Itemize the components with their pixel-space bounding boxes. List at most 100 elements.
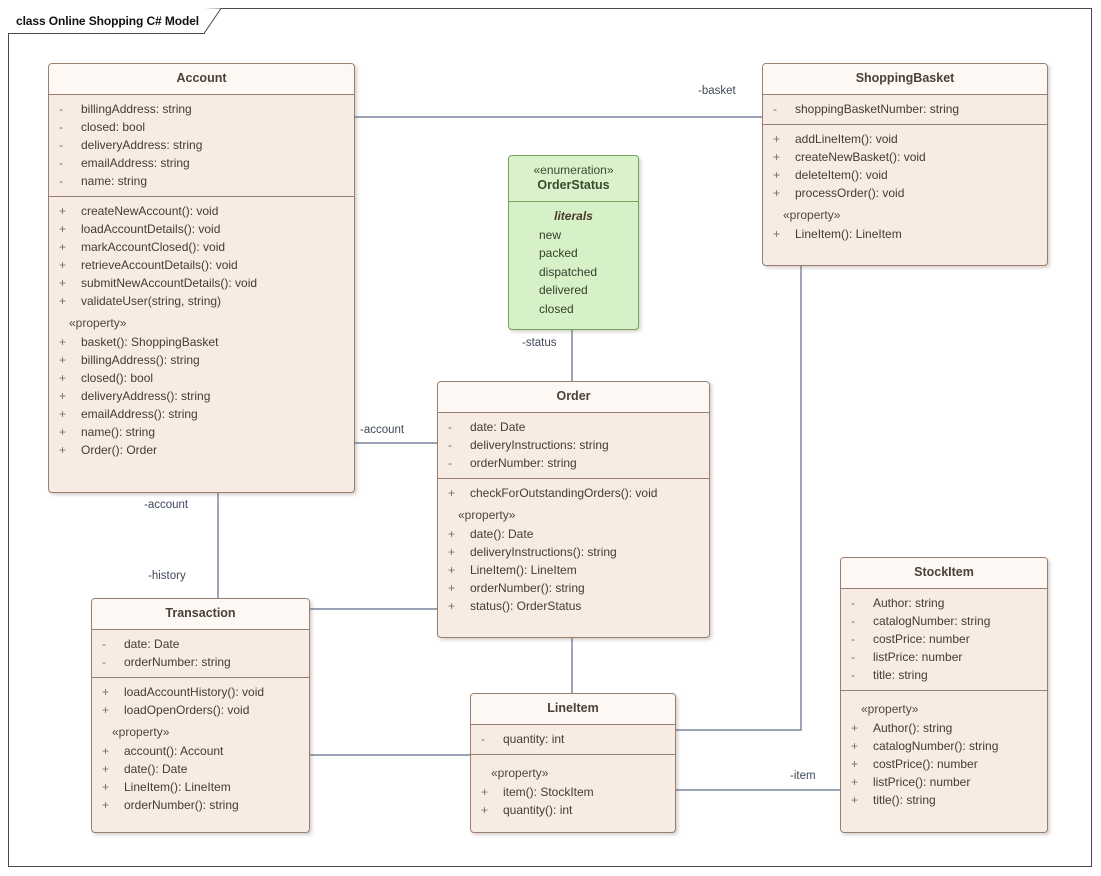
attribute-signature: billingAddress: string	[81, 101, 192, 116]
visibility-marker: +	[773, 167, 781, 182]
visibility-marker: +	[59, 221, 67, 236]
visibility-marker: +	[773, 226, 781, 241]
diagram-title-tab: class Online Shopping C# Model	[8, 8, 222, 34]
visibility-marker: +	[59, 388, 67, 403]
visibility-marker: +	[851, 720, 859, 735]
property-row: +deliveryInstructions(): string	[438, 543, 709, 561]
class-stockitem-operations: «property» +Author(): string +catalogNum…	[841, 690, 1047, 815]
operation-signature: addLineItem(): void	[795, 131, 898, 146]
connector-label-history: -history	[148, 570, 186, 582]
property-row: +item(): StockItem	[471, 783, 675, 801]
visibility-marker: +	[773, 149, 781, 164]
property-signature: Author(): string	[873, 720, 953, 735]
property-row: +basket(): ShoppingBasket	[49, 333, 354, 351]
property-row: +listPrice(): number	[841, 773, 1047, 791]
visibility-marker: +	[59, 370, 67, 385]
attribute-signature: listPrice: number	[873, 649, 963, 664]
literal-item: packed	[539, 246, 578, 261]
property-signature: LineItem(): LineItem	[795, 226, 902, 241]
class-account-title: Account	[49, 64, 354, 95]
enumeration-name: OrderStatus	[537, 178, 610, 192]
visibility-marker: -	[773, 101, 777, 116]
property-row: +name(): string	[49, 423, 354, 441]
property-row: + LineItem(): LineItem	[763, 225, 1047, 243]
title-tab-slant-icon	[204, 8, 222, 34]
property-signature: Order(): Order	[81, 442, 158, 457]
property-stereotype-label: «property»	[458, 507, 516, 522]
class-account-operations: + createNewAccount(): void + loadAccountDe…	[49, 196, 354, 465]
class-stockitem-attributes: -Author: string -catalogNumber: string -…	[841, 588, 1047, 691]
class-stockitem-title: StockItem	[841, 558, 1047, 589]
operation-row: +markAccountClosed(): void	[49, 238, 354, 256]
property-stereotype-label: «property»	[112, 724, 170, 739]
visibility-marker: +	[448, 526, 456, 541]
visibility-marker: +	[59, 203, 67, 218]
operation-signature: loadAccountHistory(): void	[124, 684, 265, 699]
visibility-marker: +	[773, 131, 781, 146]
operation-signature: loadAccountDetails(): void	[81, 221, 221, 236]
operation-row: +submitNewAccountDetails(): void	[49, 274, 354, 292]
visibility-marker: +	[102, 684, 110, 699]
attribute-row: -date: Date	[92, 635, 309, 653]
property-signature: status(): OrderStatus	[470, 598, 582, 613]
class-order-title: Order	[438, 382, 709, 413]
class-transaction[interactable]: Transaction -date: Date -orderNumber: st…	[91, 598, 310, 833]
literal-item: delivered	[539, 283, 588, 298]
visibility-marker: +	[59, 424, 67, 439]
attribute-row: -billingAddress: string	[49, 100, 354, 118]
class-lineitem[interactable]: LineItem -quantity: int «property» +item…	[470, 693, 676, 833]
attribute-row: -catalogNumber: string	[841, 612, 1047, 630]
class-shoppingbasket-operations: +addLineItem(): void +createNewBasket():…	[763, 124, 1047, 249]
property-row: +date(): Date	[92, 760, 309, 778]
property-signature: title(): string	[873, 792, 936, 807]
property-row: +orderNumber(): string	[92, 796, 309, 814]
property-row: +orderNumber(): string	[438, 579, 709, 597]
attribute-signature: date: Date	[470, 419, 526, 434]
attribute-row: -deliveryInstructions: string	[438, 436, 709, 454]
visibility-marker: -	[851, 595, 855, 610]
property-signature: LineItem(): LineItem	[124, 779, 231, 794]
operation-row: + loadAccountHistory(): void	[92, 683, 309, 701]
literal-item: new	[539, 227, 562, 242]
visibility-marker: +	[102, 797, 110, 812]
operation-row: + loadAccountDetails(): void	[49, 220, 354, 238]
property-signature: quantity(): int	[503, 802, 573, 817]
class-order[interactable]: Order -date: Date -deliveryInstructions:…	[437, 381, 710, 638]
property-row: + Author(): string	[841, 719, 1047, 737]
operation-signature: checkForOutstandingOrders(): void	[470, 485, 658, 500]
attribute-signature: deliveryInstructions: string	[470, 437, 609, 452]
attribute-row: -costPrice: number	[841, 630, 1047, 648]
literal-item: dispatched	[539, 264, 598, 279]
visibility-marker: -	[851, 667, 855, 682]
operation-signature: retrieveAccountDetails(): void	[81, 257, 238, 272]
visibility-marker: -	[102, 654, 106, 669]
visibility-marker: -	[59, 155, 63, 170]
operation-row: +checkForOutstandingOrders(): void	[438, 484, 709, 502]
property-stereotype-label: «property»	[491, 765, 549, 780]
class-lineitem-attributes: -quantity: int	[471, 724, 675, 755]
operation-row: +deleteItem(): void	[763, 166, 1047, 184]
property-row: + deliveryAddress(): string	[49, 387, 354, 405]
visibility-marker: +	[59, 257, 67, 272]
attribute-row: -listPrice: number	[841, 648, 1047, 666]
visibility-marker: +	[448, 598, 456, 613]
connector-label-account-transaction: -account	[144, 499, 189, 511]
class-shoppingbasket[interactable]: ShoppingBasket -shoppingBasketNumber: st…	[762, 63, 1048, 266]
operation-signature: createNewAccount(): void	[81, 203, 219, 218]
property-row: +catalogNumber(): string	[841, 737, 1047, 755]
operation-row: +processOrder(): void	[763, 184, 1047, 202]
property-signature: deliveryAddress(): string	[81, 388, 211, 403]
attribute-row: -emailAddress: string	[49, 154, 354, 172]
property-row: + LineItem(): LineItem	[92, 778, 309, 796]
class-stockitem[interactable]: StockItem -Author: string -catalogNumber…	[840, 557, 1048, 833]
enumeration-orderstatus[interactable]: «enumeration» OrderStatus literals new p…	[508, 155, 639, 330]
visibility-marker: +	[102, 779, 110, 794]
class-transaction-title: Transaction	[92, 599, 309, 630]
property-row: +billingAddress(): string	[49, 351, 354, 369]
property-stereotype-label: «property»	[783, 207, 841, 222]
visibility-marker: +	[448, 580, 456, 595]
class-account[interactable]: Account -billingAddress: string -closed:…	[48, 63, 355, 493]
operation-row: + retrieveAccountDetails(): void	[49, 256, 354, 274]
attribute-signature: shoppingBasketNumber: string	[795, 101, 960, 116]
